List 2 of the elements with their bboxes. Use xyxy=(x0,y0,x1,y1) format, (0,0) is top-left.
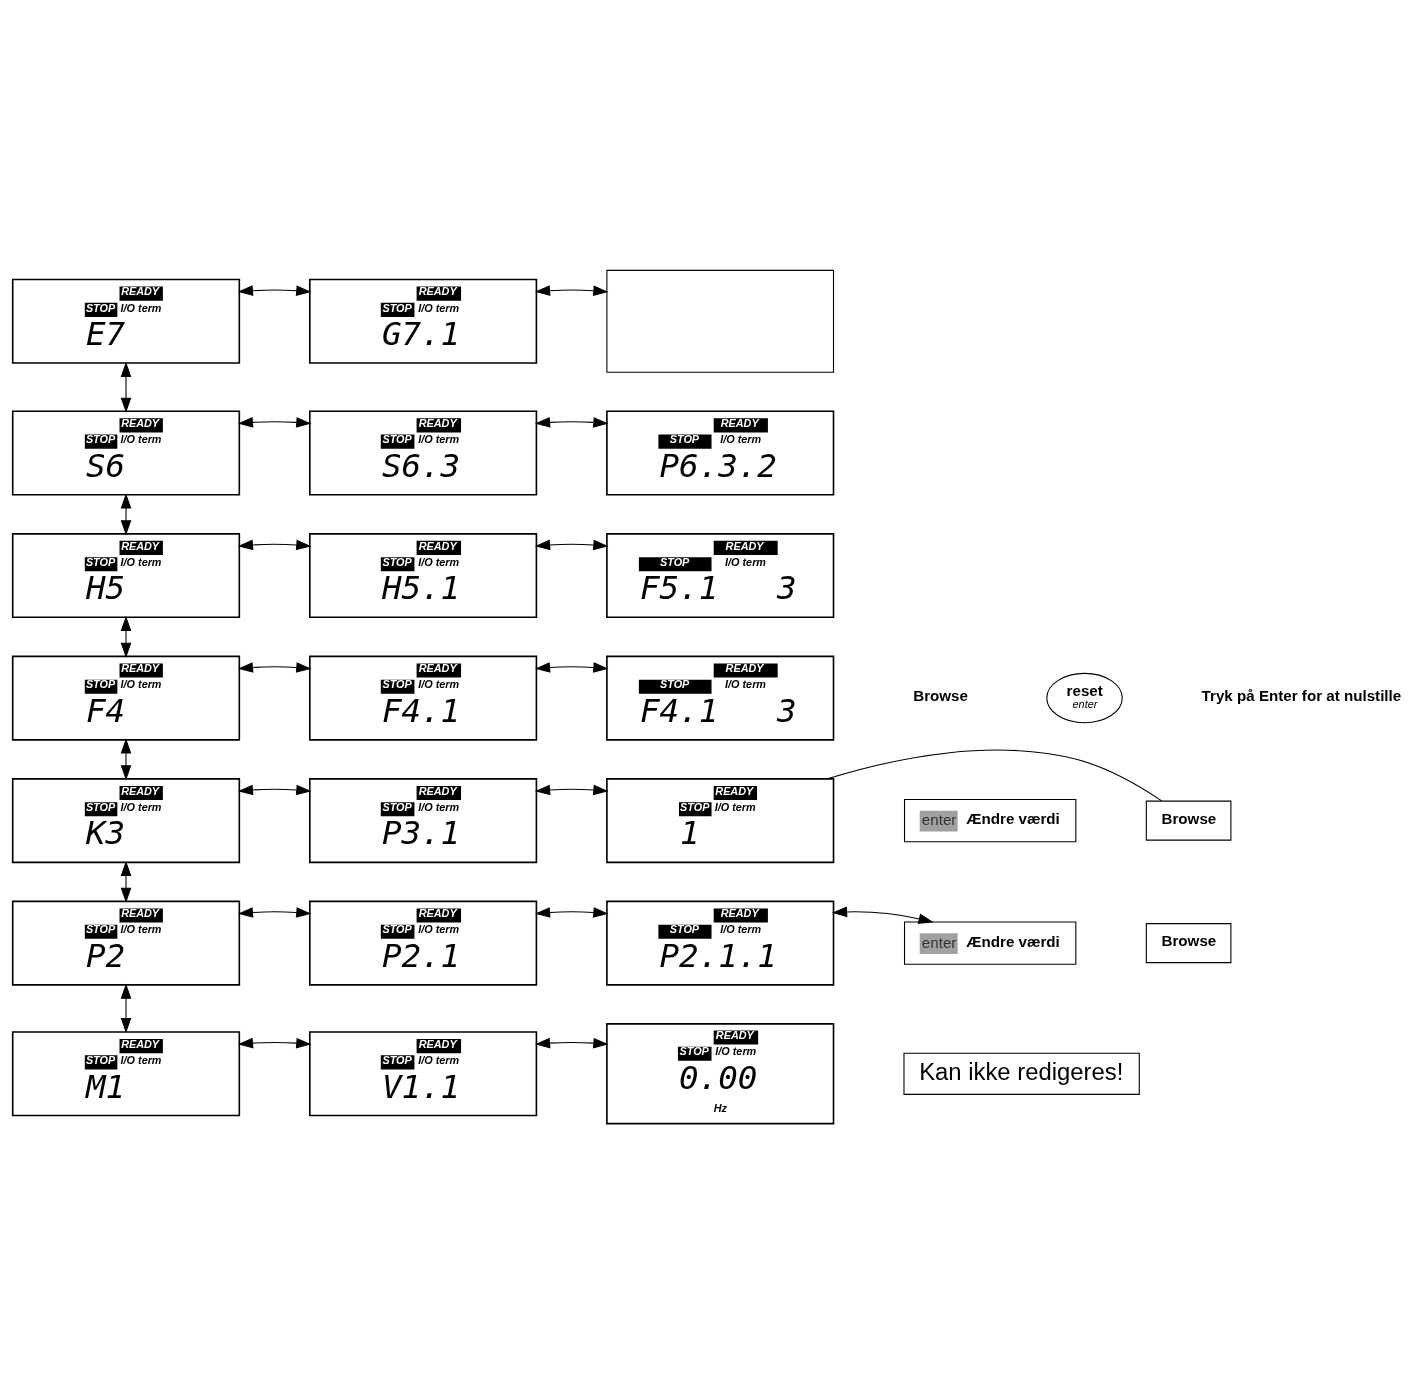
label: Tryk på Enter for at nulstille xyxy=(1201,687,1402,705)
label: Browse xyxy=(913,687,968,705)
